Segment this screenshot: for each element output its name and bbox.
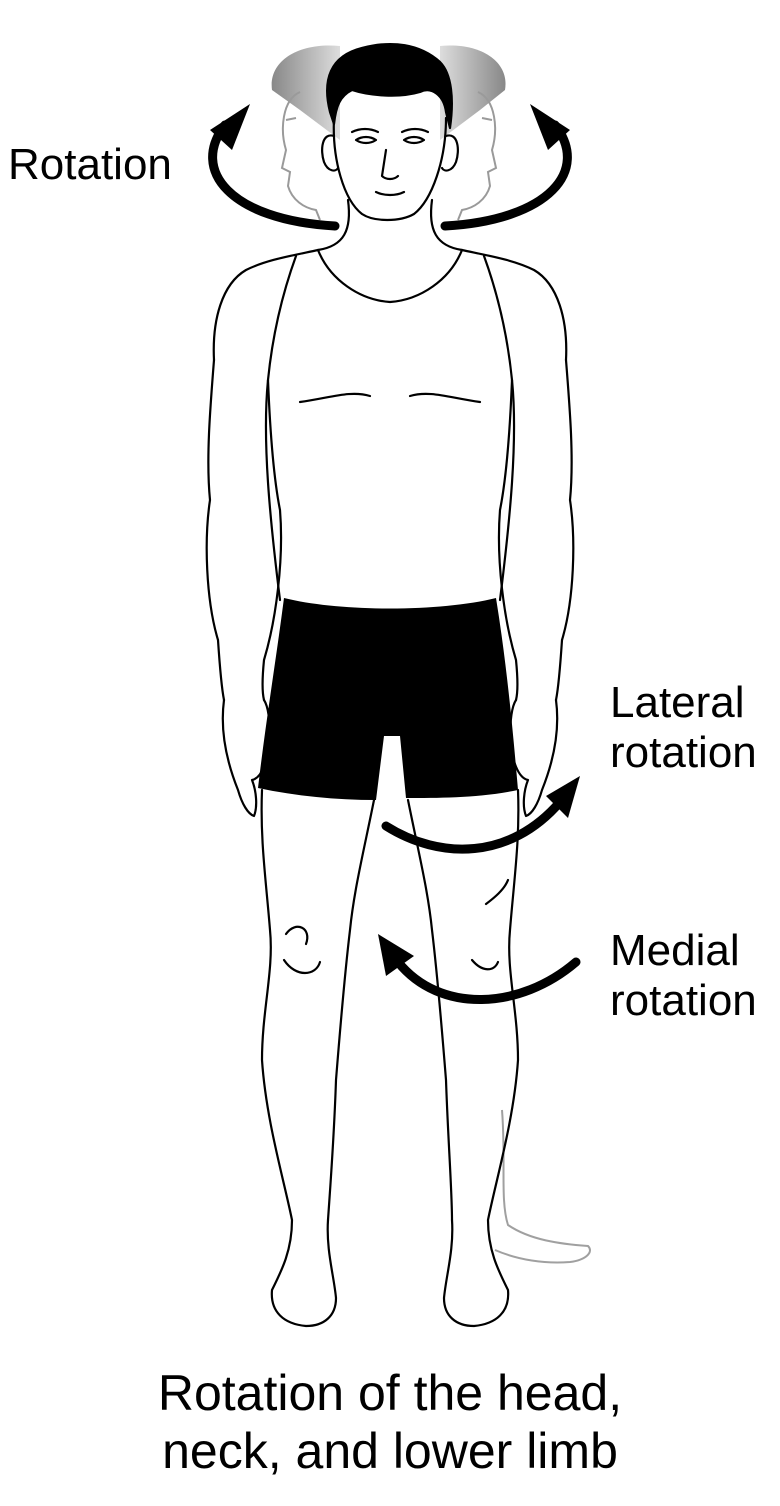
lateral-rotation-label: Lateral rotation bbox=[610, 678, 757, 778]
ghost-head-right bbox=[440, 45, 506, 221]
lateral-rotation-label-line1: Lateral bbox=[610, 678, 745, 727]
human-figure bbox=[205, 42, 575, 1328]
medial-rotation-arrowhead bbox=[378, 934, 414, 976]
head-rotation-label: Rotation bbox=[8, 140, 172, 189]
caption-line1: Rotation of the head, bbox=[157, 1365, 623, 1421]
medial-rotation-arrow bbox=[393, 957, 581, 1004]
figure-caption: Rotation of the head, neck, and lower li… bbox=[0, 1364, 780, 1480]
lateral-rotation-label-line2: rotation bbox=[610, 728, 757, 777]
ghost-foot bbox=[494, 1109, 591, 1264]
head-rotation-arrowhead-right bbox=[530, 104, 570, 150]
head-rotation-arrow bbox=[208, 120, 572, 231]
caption-line2: neck, and lower limb bbox=[162, 1423, 618, 1479]
lateral-rotation-arrowhead bbox=[546, 776, 580, 818]
medial-rotation-label: Medial rotation bbox=[610, 926, 757, 1026]
medial-rotation-label-line2: rotation bbox=[610, 976, 757, 1025]
head-rotation-arrowhead-left bbox=[210, 104, 250, 150]
medial-rotation-label-line1: Medial bbox=[610, 926, 740, 975]
ghost-head-left bbox=[271, 45, 340, 221]
shorts bbox=[258, 598, 518, 800]
lateral-rotation-arrow bbox=[381, 797, 565, 854]
